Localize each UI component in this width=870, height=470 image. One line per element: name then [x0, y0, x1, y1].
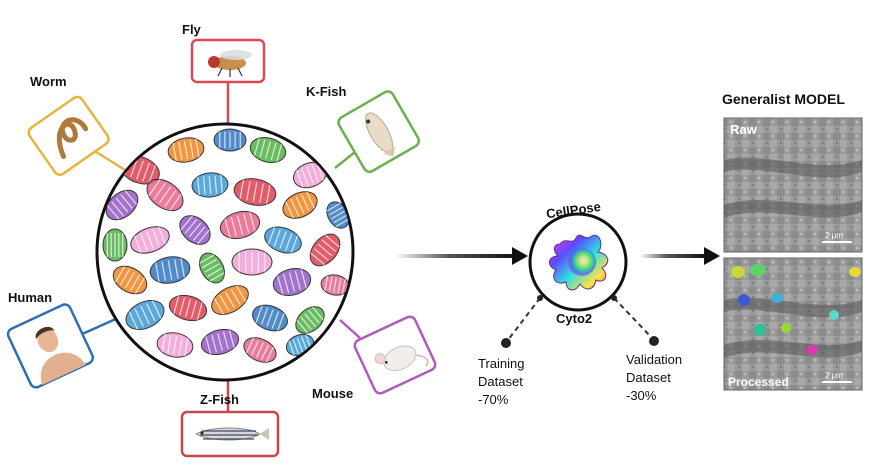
mitochondrion [112, 265, 148, 295]
worm-box [27, 95, 110, 177]
mitochondrion [272, 268, 312, 296]
mitochondrion [149, 256, 191, 284]
validation-dataset: Validation Dataset -30% [626, 352, 682, 403]
mitochondrion [264, 226, 302, 254]
cellpose-model: CellPose Cyto2 [528, 199, 628, 326]
zebrafish-icon [194, 427, 269, 441]
mitochondrion [252, 304, 288, 332]
kfish-label: K-Fish [306, 84, 347, 99]
fly-label: Fly [182, 22, 202, 37]
human-icon [35, 327, 86, 386]
mitochondrion [211, 285, 249, 315]
organism-kfish [337, 90, 421, 174]
raw-scale-label: 2 μm [825, 231, 843, 240]
human-label: Human [8, 290, 52, 305]
model-title: Generalist MODEL [722, 91, 845, 107]
training-dataset: Training Dataset -70% [478, 356, 524, 407]
training-percent: -70% [478, 392, 509, 407]
fly-icon [208, 50, 252, 77]
organism-mouse [353, 315, 437, 395]
mitochondrion [167, 137, 205, 163]
killifish-icon [365, 112, 396, 157]
mitochondrion [282, 191, 318, 219]
mitochondrion [213, 128, 247, 152]
training-line2: Dataset [478, 374, 523, 389]
organism-zfish [180, 410, 280, 458]
mitochondrion [105, 189, 139, 221]
mitochondrion [168, 294, 208, 322]
worm-label: Worm [30, 74, 67, 89]
processed-label: Processed [728, 375, 789, 389]
dataset-links [501, 295, 659, 348]
validation-line2: Dataset [626, 370, 671, 385]
mitochondrion [130, 226, 170, 254]
segmentation-masks [731, 264, 861, 355]
zfish-label: Z-Fish [200, 392, 239, 407]
organism-fly: Fly [182, 22, 266, 84]
mouse-icon [374, 345, 429, 372]
connector-mouse [339, 319, 361, 339]
mitochondrion [295, 306, 325, 334]
raw-image-panel: Raw 2 μm [723, 117, 863, 253]
processed-em-image [723, 257, 863, 391]
mitochondrion [200, 328, 240, 356]
mitochondrion [309, 233, 341, 267]
raw-em-image [723, 117, 863, 253]
mitochondrion [102, 228, 128, 262]
mitochondrion [249, 137, 287, 163]
mitochondrion [219, 210, 261, 240]
arrow-to-cellpose [395, 247, 528, 265]
mitochondrion [326, 201, 350, 229]
mouse-label: Mouse [312, 386, 353, 401]
organism-worm [27, 95, 110, 177]
mitochondrion [293, 161, 327, 189]
mitochondrion [320, 274, 350, 296]
mitochondrion [125, 299, 165, 331]
worm-icon [56, 117, 89, 159]
cellpose-variant: Cyto2 [556, 311, 592, 326]
arrow-to-model [640, 247, 720, 265]
mitochondrion [243, 337, 277, 363]
processed-image-panel: Processed 2 μm [723, 257, 863, 391]
organism-human [6, 303, 95, 389]
raw-label: Raw [730, 122, 758, 137]
mitochondrion [146, 178, 184, 212]
mitochondrion [179, 215, 211, 245]
mitochondrion [231, 248, 273, 276]
mitochondria-circle [95, 122, 355, 382]
processed-scale-label: 2 μm [825, 371, 843, 380]
mitochondrion [233, 178, 277, 206]
validation-percent: -30% [626, 388, 657, 403]
training-line1: Training [478, 356, 524, 371]
mitochondrion [156, 332, 194, 358]
connector-human [79, 316, 119, 337]
mitochondrion [199, 252, 225, 284]
mitochondrion [191, 172, 229, 198]
validation-line1: Validation [626, 352, 682, 367]
mitochondria-cluster [102, 128, 350, 363]
